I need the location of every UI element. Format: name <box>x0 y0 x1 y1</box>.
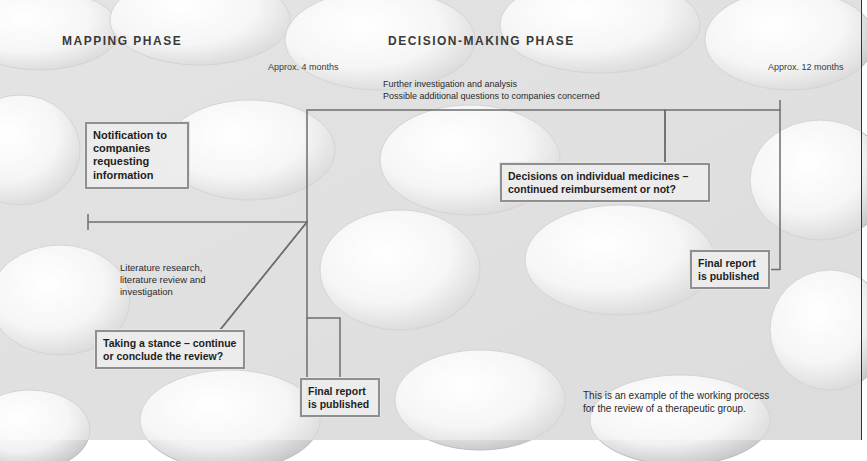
process-box: Decisions on individual medicines – cont… <box>500 163 710 202</box>
photo-ground <box>0 0 861 440</box>
timeline-tick <box>779 100 781 110</box>
note-text: Approx. 4 months <box>268 62 378 73</box>
note-text: This is an example of the working proces… <box>583 390 778 415</box>
process-box: Notification to companies requesting inf… <box>85 122 189 189</box>
connector-line <box>220 110 665 330</box>
box-text: Final report is published <box>698 257 762 282</box>
frame-edge <box>861 0 862 440</box>
box-text: Notification to companies requesting inf… <box>93 129 181 182</box>
photo-fade <box>0 0 861 440</box>
box-text: Taking a stance – continue or conclude t… <box>103 337 237 362</box>
process-box: Taking a stance – continue or conclude t… <box>95 330 245 369</box>
mapping-timeline <box>88 221 307 223</box>
box-text: Final report is published <box>308 385 372 410</box>
phase-heading: DECISION-MAKING PHASE <box>388 34 688 49</box>
note-text: Approx. 12 months <box>768 62 858 73</box>
process-box: Final report is published <box>300 378 380 417</box>
timeline <box>88 100 780 400</box>
process-box: Final report is published <box>690 250 770 289</box>
box-text: Decisions on individual medicines – cont… <box>508 170 702 195</box>
phase-heading: MAPPING PHASE <box>62 34 282 49</box>
note-text: Literature research, literature review a… <box>120 262 238 298</box>
timeline-tick <box>87 214 89 230</box>
note-text: Further investigation and analysis <box>383 79 713 90</box>
note-text: Possible additional questions to compani… <box>383 91 713 102</box>
